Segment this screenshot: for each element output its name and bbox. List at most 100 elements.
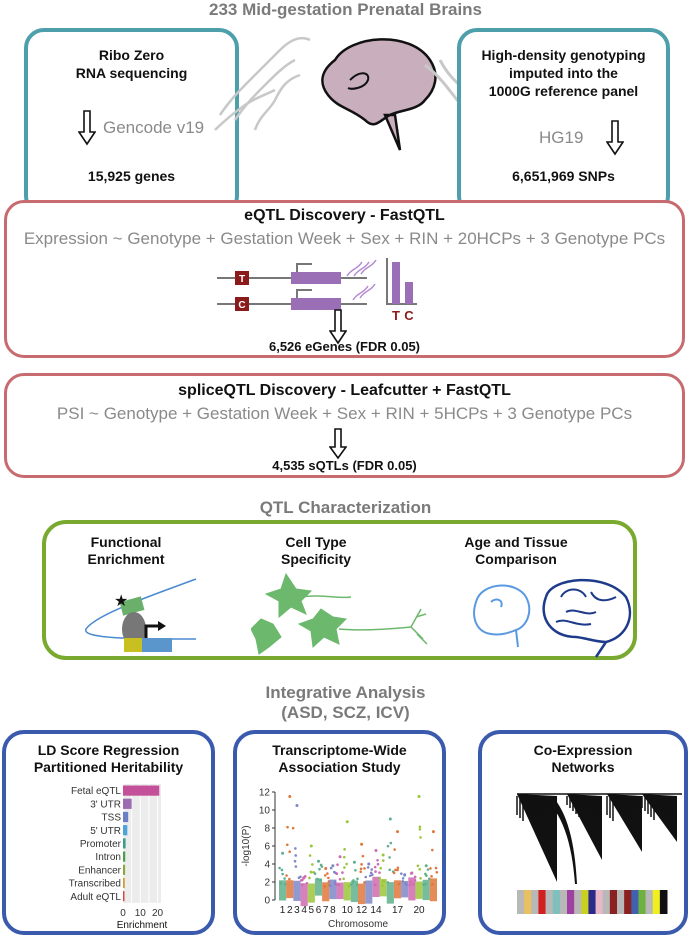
twas-chr-band bbox=[422, 879, 430, 901]
twas-point bbox=[286, 843, 289, 847]
twas-point bbox=[422, 883, 425, 887]
bar-c bbox=[405, 282, 413, 304]
twas-point bbox=[418, 868, 421, 871]
twas-point bbox=[327, 876, 330, 880]
twas-point bbox=[401, 879, 405, 883]
twas-xtick-label: 3 bbox=[294, 905, 300, 916]
twas-point bbox=[373, 883, 377, 887]
twas-point-max bbox=[288, 795, 292, 798]
ldsc-category-label: TSS bbox=[102, 813, 122, 824]
panel-celltype-line1: Cell Type bbox=[285, 534, 347, 550]
twas-point bbox=[309, 870, 313, 874]
twas-point bbox=[299, 879, 303, 882]
allele-bottom: C bbox=[238, 300, 245, 311]
brain-comparison-icon bbox=[473, 578, 632, 658]
down-arrow-icon bbox=[329, 309, 347, 345]
twas-point bbox=[408, 883, 412, 887]
twas-chr-band bbox=[386, 882, 394, 904]
twas-point bbox=[399, 872, 403, 875]
twas-point bbox=[418, 828, 422, 831]
sqtl-formula: PSI ~ Genotype + Gestation Week + Sex + … bbox=[56, 404, 633, 423]
twas-point bbox=[376, 862, 380, 866]
twas-point-max bbox=[360, 842, 364, 846]
twas-point bbox=[318, 867, 321, 871]
bar-label-c: C bbox=[404, 308, 414, 323]
characterization-title: QTL Characterization bbox=[259, 498, 432, 517]
rna-strands-icon bbox=[214, 36, 311, 131]
twas-chr-band bbox=[393, 880, 402, 899]
twas-point-max bbox=[317, 859, 320, 863]
twas-point bbox=[288, 877, 291, 881]
twas-point bbox=[416, 864, 420, 868]
twas-point bbox=[418, 825, 422, 829]
ldsc-category-label: 3' UTR bbox=[90, 799, 121, 810]
twas-chr-band bbox=[322, 882, 330, 902]
twas-point-max bbox=[388, 817, 392, 821]
twas-point bbox=[305, 881, 309, 885]
module-color-segment bbox=[567, 890, 575, 914]
twas-xtick-label: 17 bbox=[392, 905, 404, 916]
twas-point bbox=[361, 854, 365, 858]
ldsc-category-label: Promoter bbox=[80, 839, 122, 850]
twas-point bbox=[434, 866, 438, 870]
twas-ytick-label: 6 bbox=[264, 842, 270, 853]
twas-point bbox=[319, 863, 323, 867]
eqtl-title: eQTL Discovery - FastQTL bbox=[244, 207, 445, 224]
twas-chr-band bbox=[314, 878, 323, 896]
twas-xlabel: Chromosome bbox=[328, 919, 388, 930]
functional-enrichment-icon: ★ bbox=[85, 578, 197, 652]
twas-point bbox=[364, 875, 368, 879]
twas-point-max bbox=[295, 804, 299, 807]
eqtl-result: 6,526 eGenes (FDR 0.05) bbox=[268, 339, 421, 354]
twas-point bbox=[337, 883, 341, 887]
eqtl-discovery-box: eQTL Discovery - FastQTL Expression ~ Ge… bbox=[4, 200, 685, 358]
twas-chr-band bbox=[350, 880, 358, 903]
ldsc-category-label: Fetal eQTL bbox=[71, 786, 121, 797]
module-color-segment bbox=[559, 890, 568, 914]
brain-illustration bbox=[214, 36, 490, 161]
sqtl-discovery-box: spliceQTL Discovery - Leafcutter + FastQ… bbox=[4, 373, 685, 478]
twas-xtick-label: 20 bbox=[413, 905, 425, 916]
twas-point bbox=[300, 883, 304, 886]
twas-point bbox=[333, 880, 337, 884]
twas-point bbox=[319, 878, 322, 882]
module-color-segment bbox=[638, 890, 647, 914]
integrative-title-line1: Integrative Analysis bbox=[265, 683, 426, 702]
twas-point bbox=[386, 844, 390, 848]
twas-point bbox=[283, 877, 286, 880]
twas-point bbox=[293, 859, 297, 863]
twas-point-max bbox=[345, 820, 349, 824]
twas-point bbox=[359, 870, 363, 874]
twas-point bbox=[374, 870, 377, 873]
twas-point bbox=[379, 866, 383, 870]
twas-point bbox=[376, 858, 379, 862]
twas-xtick-label: 7 bbox=[323, 905, 329, 916]
twas-point bbox=[429, 867, 432, 870]
rna-title-line1: Ribo Zero bbox=[98, 47, 165, 63]
twas-point bbox=[373, 865, 377, 869]
down-arrow-icon bbox=[78, 110, 96, 146]
twas-point bbox=[413, 879, 417, 882]
twas-point bbox=[401, 877, 405, 880]
module-color-segment bbox=[545, 890, 554, 914]
twas-ytick-label: 10 bbox=[259, 806, 271, 817]
twas-point bbox=[378, 876, 382, 880]
twas-point bbox=[284, 882, 287, 886]
eqtl-diagram: T C T C bbox=[217, 258, 417, 323]
twas-ytick-label: 12 bbox=[259, 788, 271, 799]
twas-point-max bbox=[352, 860, 356, 864]
genotyping-box: High-density genotyping imputed into the… bbox=[457, 28, 670, 216]
ldsc-category-label: Transcribed bbox=[69, 879, 121, 890]
ldsc-bar bbox=[123, 838, 126, 849]
twas-ytick-label: 0 bbox=[264, 896, 270, 907]
down-arrow-icon bbox=[606, 120, 624, 156]
twas-point-max bbox=[381, 853, 385, 857]
module-color-segment bbox=[574, 890, 582, 914]
twas-point bbox=[388, 868, 392, 872]
module-color-segment bbox=[517, 890, 525, 914]
twas-point-max bbox=[331, 864, 335, 868]
twas-chr-band bbox=[358, 883, 366, 905]
twas-point-max bbox=[374, 849, 378, 852]
module-color-segment bbox=[602, 890, 611, 914]
